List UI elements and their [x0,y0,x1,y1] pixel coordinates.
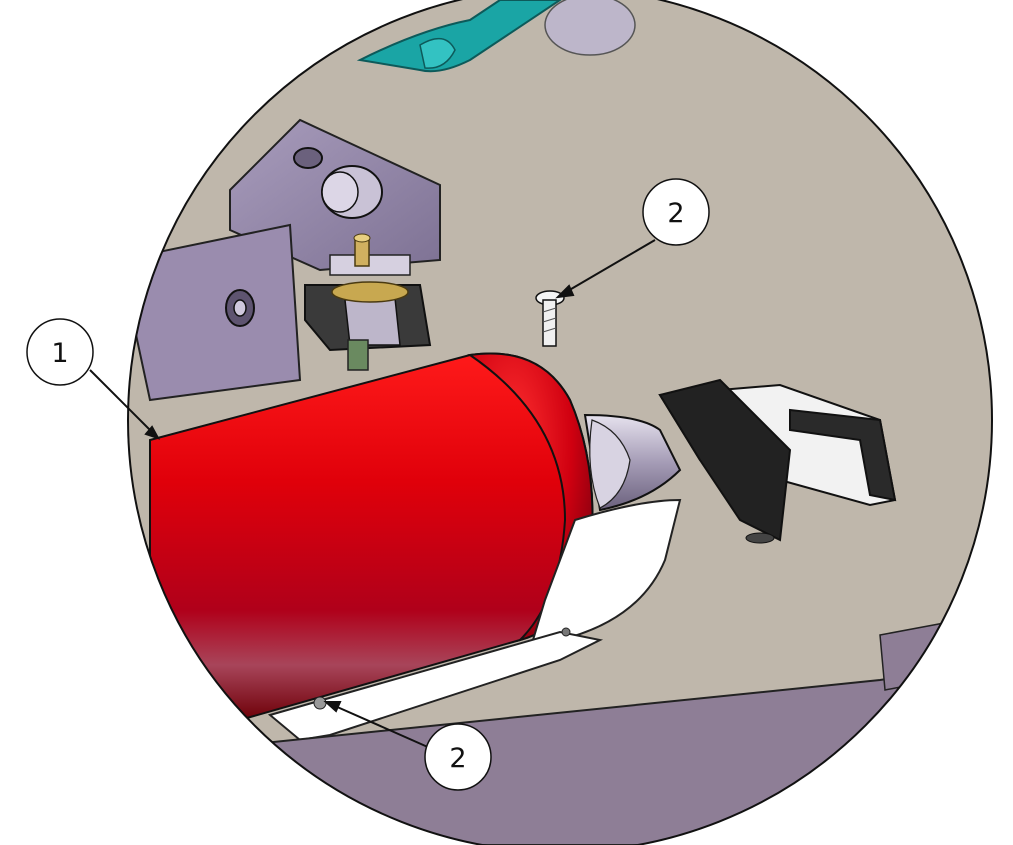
callout-number-2-bottom: 2 [449,743,466,774]
callout-number-2-top: 2 [667,198,684,229]
callout-balloon-2-bottom: 2 [424,723,492,791]
detail-circle-border [127,0,993,845]
teal-hose-part [356,0,636,73]
callout-number-1: 1 [51,338,68,369]
callout-balloon-2-top: 2 [642,178,710,246]
screw-icon [535,290,565,347]
leader-lines [89,239,656,749]
extinguisher-handle [658,378,897,544]
mounting-bracket-icon [128,118,441,402]
callout-balloon-1: 1 [26,318,94,386]
